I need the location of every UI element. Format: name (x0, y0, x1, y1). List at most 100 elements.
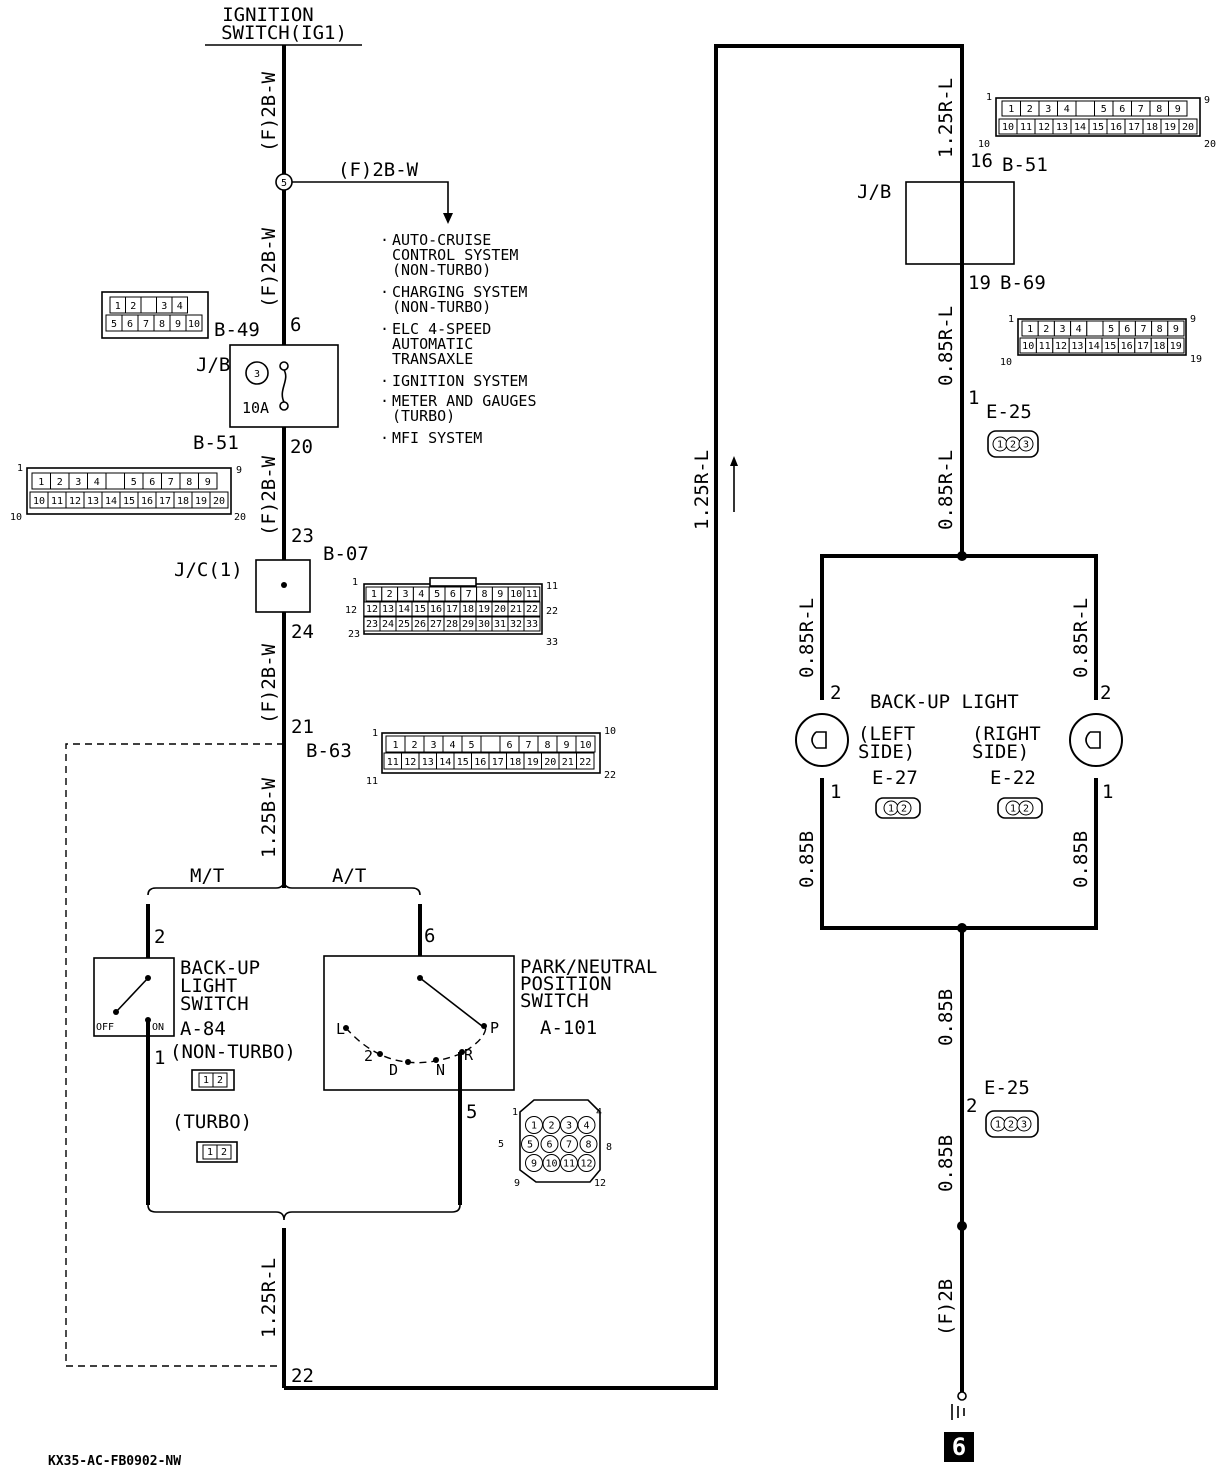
connector-pin-label: 8 (186, 477, 192, 488)
svg-text:11: 11 (366, 776, 378, 787)
pos-L: L (336, 1020, 345, 1038)
system-item: METER AND GAUGES (392, 392, 537, 410)
bottom-brace (147, 1204, 461, 1221)
connector-pin-label: 7 (566, 1140, 572, 1151)
svg-text:SWITCH: SWITCH (180, 993, 249, 1015)
system-item: (NON-TURBO) (392, 261, 491, 279)
connector-pin-cell (216, 1144, 232, 1160)
connector-pin-label: 7 (525, 740, 531, 751)
dashed-bypass (65, 743, 284, 1367)
connector-pin-label: 11 (526, 589, 538, 600)
wire-label-125rl-left: 1.25R-L (258, 1258, 280, 1338)
connector-pin-label: 7 (143, 319, 149, 330)
connector-pin-label: 3 (1059, 324, 1065, 335)
connector-pin-cell (523, 616, 541, 632)
e25-top-label: E-25 (986, 401, 1032, 423)
connector-pin-label: 1 (207, 1147, 213, 1158)
wire-label-3: (F)2B-W (258, 455, 280, 536)
jc-pin-in: 23 (291, 525, 314, 547)
e22-label: E-22 (990, 767, 1036, 789)
connector-pin-label: 3 (1023, 440, 1029, 451)
footer-code: KX35-AC-FB0902-NW (48, 1454, 181, 1469)
ignition-switch-label-1: IGNITION (222, 4, 314, 26)
connector-pin-cell (579, 1135, 598, 1153)
wire-label-085rl-a: 0.85R-L (935, 306, 957, 386)
b63-label: B-63 (306, 740, 352, 762)
connector-pin-label: 2 (1023, 804, 1029, 815)
connector-pin-cell (480, 735, 501, 753)
connector-pin-label: 14 (1074, 122, 1086, 133)
connector-pin-label: 1 (995, 1120, 1001, 1131)
svg-text:·: · (380, 372, 389, 390)
b51-label: B-51 (193, 432, 239, 454)
connector-pin-cell (1167, 337, 1185, 354)
wire-label-125bw: 1.25B-W (258, 777, 280, 858)
connector-pin-label: 27 (430, 619, 442, 630)
connector-pin-label: 29 (462, 619, 474, 630)
connector-pin-label: 5 (434, 589, 440, 600)
svg-text:12: 12 (594, 1178, 606, 1189)
connector-pin-label: 4 (418, 589, 424, 600)
connector-pin-label: 9 (497, 589, 503, 600)
backup-light-title: BACK-UP LIGHT (870, 691, 1019, 713)
jb-right-connector-top: B-51 (1002, 154, 1048, 176)
connector-pin-label: 16 (141, 496, 153, 507)
connector-pin-label: 10 (579, 740, 591, 751)
system-item: IGNITION SYSTEM (392, 372, 527, 390)
connector-pin-label: 19 (195, 496, 207, 507)
backup-switch-pin-top: 2 (154, 926, 165, 948)
connector-pin-label: 17 (446, 604, 458, 615)
svg-text:2: 2 (830, 682, 841, 704)
connector-pin-label: 15 (1104, 341, 1116, 352)
connector-pin-label: 12 (404, 757, 416, 768)
connector-pin-cell (105, 472, 125, 490)
connector-pin-label: 2 (57, 477, 63, 488)
connector-pin-label: 20 (213, 496, 225, 507)
svg-text:1: 1 (17, 463, 23, 474)
svg-text:22: 22 (604, 770, 616, 781)
system-item: AUTO-CRUISE (392, 231, 491, 249)
connector-pin-label: 6 (1124, 324, 1130, 335)
svg-text:22: 22 (546, 606, 558, 617)
svg-text:(LEFT: (LEFT (858, 723, 915, 745)
svg-text:23: 23 (348, 629, 360, 640)
connector-pin-cell (576, 752, 595, 770)
junction-block-right: J/B 16 B-51 19 B-69 (857, 150, 1048, 556)
junction-block-left: J/B B-49 6 3 10A B-51 20 (193, 314, 339, 458)
connector-pin-label: 3 (1021, 1120, 1027, 1131)
svg-text:·: · (380, 392, 389, 410)
connector-pin-label: 13 (382, 604, 394, 615)
connector-pin-label: 19 (478, 604, 490, 615)
connector-pin-label: 14 (439, 757, 451, 768)
connector-pin-label: 18 (509, 757, 521, 768)
connector-pin-label: 11 (563, 1159, 575, 1170)
connector-pin-label: 5 (468, 740, 474, 751)
connector-pin-label: 2 (1043, 324, 1049, 335)
connector-pin-label: 9 (563, 740, 569, 751)
connector-pin-label: 8 (159, 319, 165, 330)
connector-pin-label: 14 (398, 604, 410, 615)
system-item: MFI SYSTEM (392, 429, 482, 447)
connector-pin-label: 17 (1128, 122, 1140, 133)
return-wire (284, 44, 964, 1390)
jb-right-pin-bottom: 19 (968, 272, 991, 294)
connector-pin-label: 13 (1056, 122, 1068, 133)
connector-pin-label: 2 (548, 1121, 554, 1132)
svg-text:4: 4 (596, 1107, 602, 1118)
connector-pin-label: 3 (402, 589, 408, 600)
jc-label: J/C(1) (174, 559, 243, 581)
connector-pin-label: 14 (1088, 341, 1100, 352)
e25-bottom-pin: 2 (966, 1095, 977, 1117)
connector-pin-label: 4 (583, 1121, 589, 1132)
mt-label: M/T (190, 865, 224, 887)
connector-pin-cell (1168, 100, 1188, 117)
connector-pin-label: 16 (474, 757, 486, 768)
svg-text:LIGHT: LIGHT (180, 975, 237, 997)
fuse-number-circle (245, 361, 269, 385)
connector-pin-label: 9 (205, 477, 211, 488)
jb-right-connector-bottom: B-69 (1000, 272, 1046, 294)
